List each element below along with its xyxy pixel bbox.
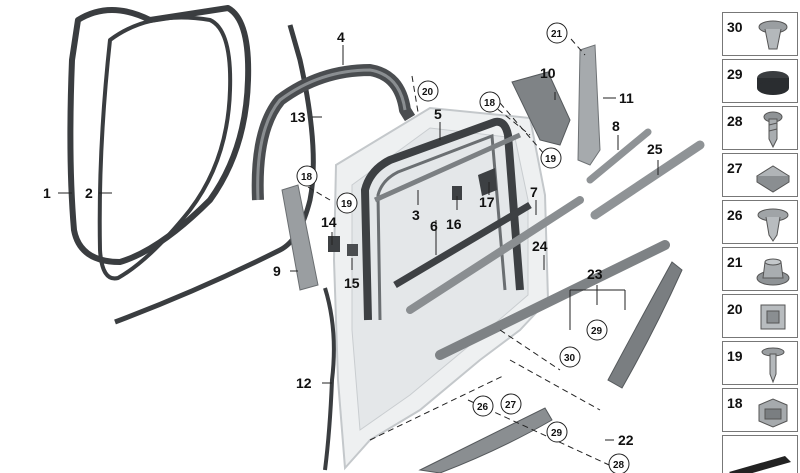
callout-8: 8: [612, 118, 620, 134]
outer-window-channel: [393, 201, 532, 289]
leader-lines: [58, 45, 659, 441]
spring-clip-icon: [758, 398, 788, 428]
circled-callout-30: 30: [564, 353, 576, 364]
part-cell-18[interactable]: 18: [722, 388, 798, 432]
part-number: 27: [727, 160, 743, 176]
circled-callout-19: 19: [341, 199, 353, 210]
small-parts-panel: 30 29 28 27 26 2: [722, 12, 798, 473]
door-seal-outer: [67, 5, 252, 265]
callout-23: 23: [587, 266, 603, 282]
callout-12: 12: [296, 375, 312, 391]
part-cell-29[interactable]: 29: [722, 59, 798, 103]
callout-6: 6: [430, 218, 438, 234]
callout-13: 13: [290, 109, 306, 125]
part-number: 30: [727, 19, 743, 35]
callout-4: 4: [337, 29, 345, 45]
part-number: 19: [727, 348, 743, 364]
callout-11: 11: [619, 90, 634, 106]
circled-callout-18: 18: [484, 98, 496, 109]
part-number: 18: [727, 395, 743, 411]
callout-16: 16: [446, 216, 462, 232]
callout-7: 7: [530, 184, 538, 200]
clip-nut-icon: [756, 165, 790, 193]
clip-17: [478, 168, 497, 196]
trim-strip-24: [435, 240, 670, 360]
push-clip-icon: [758, 20, 788, 50]
callout-22: 22: [618, 432, 634, 448]
lower-seal-strip: [114, 24, 316, 325]
window-frame: [361, 117, 524, 321]
trim-piece-10: [511, 71, 571, 146]
callout-24: 24: [532, 238, 548, 254]
part-cell-19[interactable]: 19: [722, 341, 798, 385]
callout-17: 17: [479, 194, 495, 210]
part-cell-27[interactable]: 27: [722, 153, 798, 197]
callout-14: 14: [321, 214, 337, 230]
circled-callout-21: 21: [551, 29, 563, 40]
part-cell-30[interactable]: 30: [722, 12, 798, 56]
part-cell-28[interactable]: 28: [722, 106, 798, 150]
callout-15: 15: [344, 275, 360, 291]
exploded-parts-diagram: 1 2 3 4 5 6 7 8 9 10 11 12 13 14 15 16 1…: [43, 5, 705, 473]
inner-window-strip: [373, 132, 522, 203]
circled-callout-28: 28: [613, 460, 625, 471]
hex-nut-icon: [756, 258, 790, 286]
part-number: 29: [727, 66, 743, 82]
circled-callout-26: 26: [477, 402, 489, 413]
door-seal-inner: [97, 15, 233, 281]
tapping-screw-icon: [761, 347, 785, 384]
callout-5: 5: [434, 106, 442, 122]
cable-strip-12: [323, 287, 336, 471]
part-number: 26: [727, 207, 743, 223]
part-cell-21[interactable]: 21: [722, 247, 798, 291]
circled-callout-18: 18: [301, 172, 313, 183]
circled-callout-27: 27: [505, 400, 517, 411]
wheel-arch-trim-23: [607, 261, 683, 389]
clip-16: [452, 186, 462, 200]
clip-14: [328, 236, 340, 252]
circled-callout-29: 29: [551, 428, 563, 439]
circled-callout-20: 20: [422, 87, 434, 98]
circled-callout-29: 29: [591, 326, 603, 337]
callout-10: 10: [540, 65, 556, 81]
trim-strip-8: [586, 128, 652, 184]
pillar-trim-9: [281, 184, 319, 291]
clip-15: [347, 244, 358, 256]
part-cell-reference: [722, 435, 798, 473]
reference-plate-icon: [729, 456, 791, 473]
rubber-plug-icon: [757, 71, 789, 95]
callout-1: 1: [43, 185, 51, 201]
circled-callout-19: 19: [545, 154, 557, 165]
callout-25: 25: [647, 141, 663, 157]
square-clip-icon: [760, 304, 786, 330]
circled-callout-markers: [296, 22, 630, 473]
screw-icon: [763, 111, 783, 149]
callout-3: 3: [412, 207, 420, 223]
part-number: 20: [727, 301, 743, 317]
dashed-leaders: [307, 38, 621, 471]
trim-strip-25: [590, 140, 705, 220]
part-cell-26[interactable]: 26: [722, 200, 798, 244]
trim-strip-window: [406, 196, 584, 314]
part-number: 28: [727, 113, 743, 129]
expanding-rivet-icon: [757, 208, 789, 242]
sill-cover-22: [418, 407, 553, 473]
callout-2: 2: [85, 185, 93, 201]
part-cell-20[interactable]: 20: [722, 294, 798, 338]
callout-9: 9: [273, 263, 281, 279]
trim-piece-11: [577, 44, 601, 166]
part-number: 21: [727, 254, 743, 270]
